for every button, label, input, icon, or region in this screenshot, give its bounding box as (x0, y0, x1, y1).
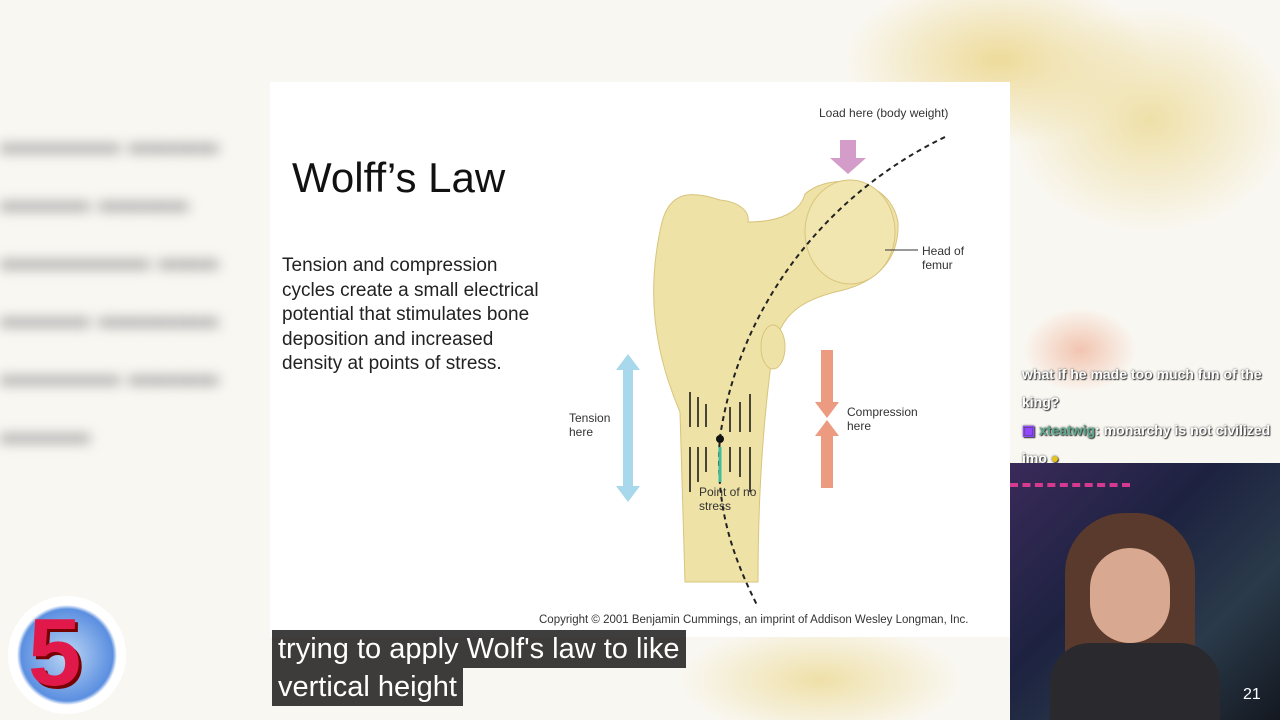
compression-arrow (815, 350, 839, 488)
head-of-femur-label: Head of femur (922, 244, 965, 272)
emote-icon: ● (1050, 450, 1060, 466)
stress-line (718, 136, 946, 608)
chat-text: monarchy is not civilized imo (1022, 422, 1271, 466)
tension-arrow (616, 354, 640, 502)
viewer-count: 21 (1243, 686, 1261, 703)
copyright: Copyright © 2001 Benjamin Cummings, an i… (539, 614, 969, 626)
chat-message: ▣ xteatwig: monarchy is not civilized im… (1022, 422, 1271, 466)
chat-partial-message: what if he made too much fun of the king… (1022, 366, 1262, 410)
caption-line-1: trying to apply Wolf's law to like (272, 630, 686, 668)
twitch-icon: ▣ (1022, 422, 1036, 438)
webcam-feed (1010, 463, 1280, 720)
stress-arrows (689, 392, 751, 492)
caption-line-2: vertical height (272, 668, 463, 706)
channel-logo: 5 (8, 596, 126, 714)
blurred-background-text: ▬▬▬▬ ▬▬▬▬▬▬ ▬▬▬▬▬▬▬▬ ▬▬▬▬▬ ▬▬▬▬▬▬▬▬ ▬▬▬▬… (0, 127, 219, 450)
femur-diagram (616, 136, 946, 608)
logo-text: 5 (28, 599, 82, 706)
caption: trying to apply Wolf's law to like verti… (272, 630, 686, 706)
load-arrow (830, 140, 866, 174)
tension-label: Tension here (569, 411, 611, 439)
load-label: Load here (body weight) (819, 106, 949, 120)
slide-body: Tension and compression cycles create a … (282, 255, 539, 374)
chat-username: xteatwig (1039, 422, 1096, 438)
compression-label: Compression here (847, 405, 918, 433)
slide-title: Wolff’s Law (292, 154, 506, 201)
slide: Wolff’s Law Tension and compression cycl… (270, 82, 1010, 637)
no-stress-label: Point of no stress (699, 485, 757, 513)
chat-overlay: what if he made too much fun of the king… (1022, 360, 1272, 472)
